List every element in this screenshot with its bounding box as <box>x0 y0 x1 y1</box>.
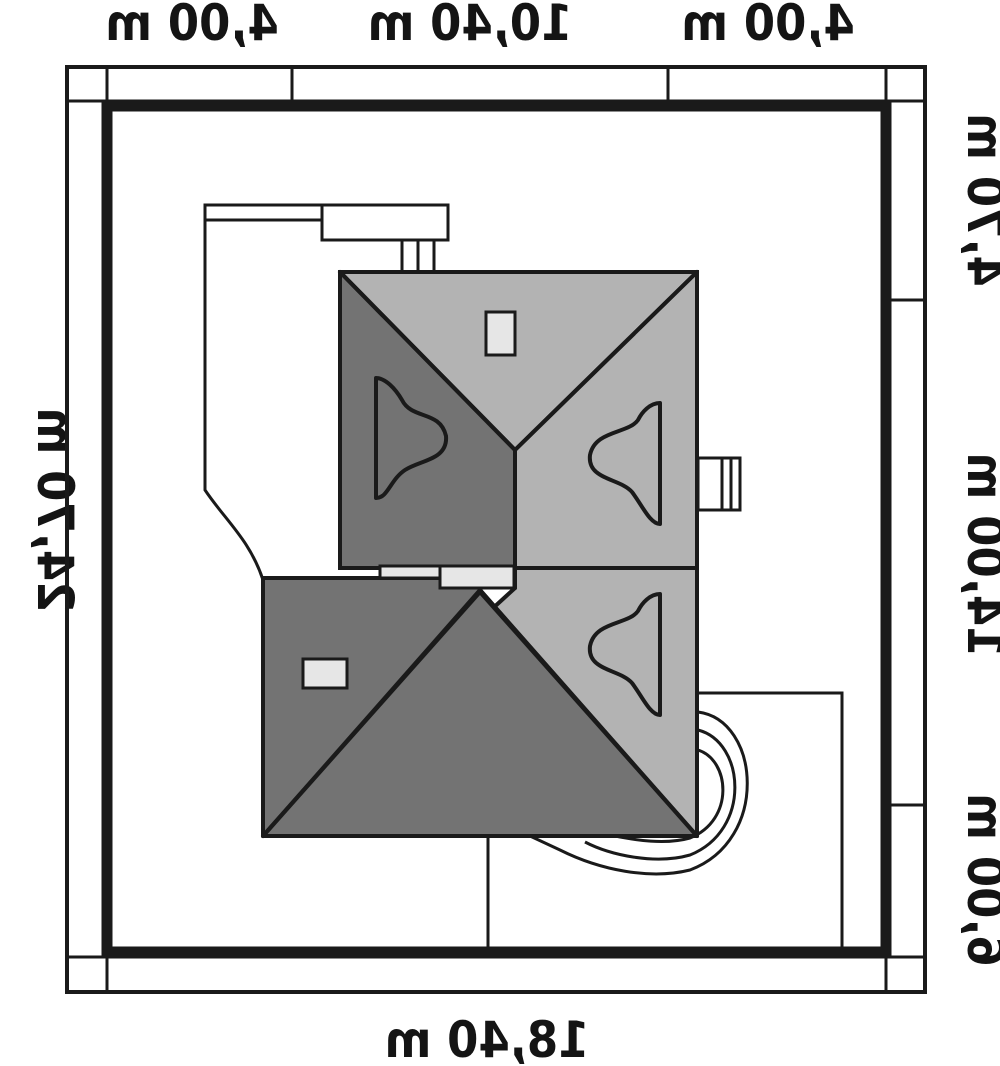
dormer-east-upper <box>587 401 662 526</box>
plot-boundary <box>101 100 892 958</box>
dormer-east-lower <box>587 592 662 717</box>
path-outline <box>486 691 844 948</box>
chimney <box>696 456 742 512</box>
dim-right-top-label: 4,70 m <box>956 113 1000 287</box>
dim-left-label: 24,70 m <box>26 408 84 613</box>
dim-top-left-label: 4,00 m <box>105 0 279 52</box>
dim-right-bottom-label: 6,00 m <box>956 793 1000 967</box>
dim-top-right-label: 4,00 m <box>681 0 855 52</box>
dim-bottom-label: 18,40 m <box>385 1011 590 1066</box>
dim-right-middle-label: 14,00 m <box>956 453 1000 658</box>
terrace-outline <box>203 203 450 581</box>
dormer-west <box>374 376 449 500</box>
skylight-north <box>484 310 517 357</box>
flat-strip-left <box>378 564 442 580</box>
dim-top-middle-label: 10,40 m <box>368 0 573 52</box>
skylight-wing <box>301 657 349 690</box>
flat-strip-right <box>438 564 516 590</box>
